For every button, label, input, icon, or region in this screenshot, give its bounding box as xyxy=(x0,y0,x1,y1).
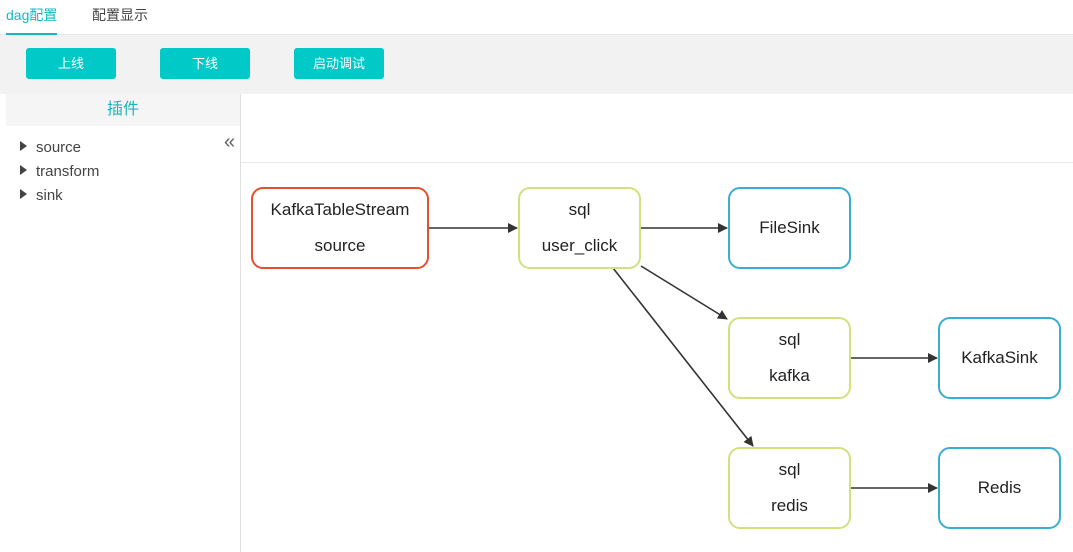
plugin-sidebar: 插件 « source transform sink xyxy=(6,94,241,552)
node-title: KafkaSink xyxy=(961,348,1038,367)
tree-item-source[interactable]: source xyxy=(20,136,81,160)
caret-right-icon xyxy=(20,165,27,176)
sidebar-header: 插件 xyxy=(6,94,240,126)
dag-edges xyxy=(429,223,938,493)
node-subtitle: source xyxy=(314,236,366,255)
node-sql-redis[interactable]: sql redis xyxy=(728,447,851,529)
edge-user-click-to-sql-redis xyxy=(612,267,754,447)
node-redis[interactable]: Redis xyxy=(938,447,1061,529)
node-sql-kafka[interactable]: sql kafka xyxy=(728,317,851,399)
tree-item-label: transform xyxy=(36,163,100,180)
node-title: sql xyxy=(778,460,801,479)
edge-user-click-to-sql-kafka xyxy=(640,265,728,320)
node-title: Redis xyxy=(977,478,1022,497)
node-filesink[interactable]: FileSink xyxy=(728,187,851,269)
tree-item-label: sink xyxy=(36,187,63,204)
tree-item-sink[interactable]: sink xyxy=(20,184,63,208)
canvas-divider xyxy=(241,162,1073,163)
node-title: KafkaTableStream xyxy=(270,200,410,219)
tree-item-label: source xyxy=(36,139,82,156)
node-kafka-table-stream-source[interactable]: KafkaTableStream source xyxy=(251,187,429,269)
online-button[interactable]: 上线 xyxy=(26,48,116,79)
node-sql-user-click[interactable]: sql user_click xyxy=(518,187,641,269)
tab-bar: dag配置 配置显示 xyxy=(0,0,1073,35)
offline-button[interactable]: 下线 xyxy=(160,48,250,79)
start-debug-button[interactable]: 启动调试 xyxy=(294,48,384,79)
caret-right-icon xyxy=(20,189,27,200)
node-subtitle: redis xyxy=(771,496,808,515)
tab-dag-config[interactable]: dag配置 xyxy=(6,0,58,35)
collapse-icon[interactable]: « xyxy=(224,131,236,153)
node-subtitle: kafka xyxy=(769,366,810,385)
sidebar-title: 插件 xyxy=(106,101,139,118)
tree-item-transform[interactable]: transform xyxy=(20,160,99,184)
node-title: sql xyxy=(778,330,801,349)
node-subtitle: user_click xyxy=(541,236,618,255)
node-title: FileSink xyxy=(759,218,820,237)
node-kafkasink[interactable]: KafkaSink xyxy=(938,317,1061,399)
node-title: sql xyxy=(568,200,591,219)
toolbar: 上线 下线 启动调试 xyxy=(0,35,1073,94)
tab-config-display[interactable]: 配置显示 xyxy=(92,7,148,23)
caret-right-icon xyxy=(20,141,27,152)
dag-canvas[interactable]: KafkaTableStream source sql user_click F… xyxy=(241,94,1073,552)
